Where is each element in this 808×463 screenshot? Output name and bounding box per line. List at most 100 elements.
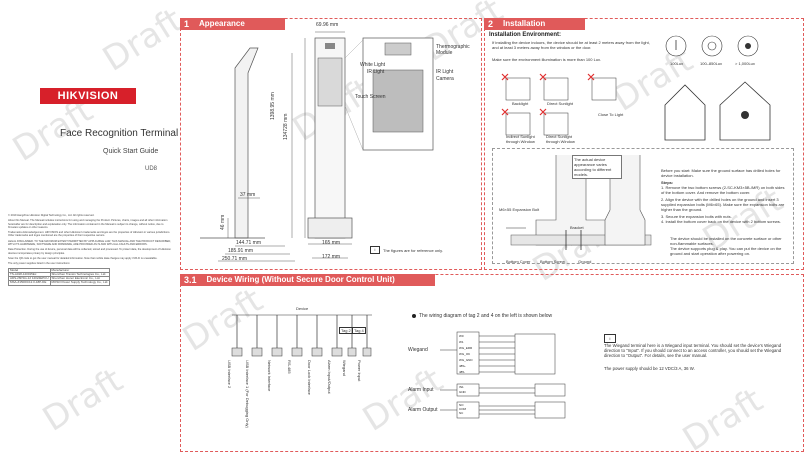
label-thermographic: Thermographic Module: [436, 44, 470, 56]
env-bullet-1: If installing the device indoors, the de…: [492, 40, 650, 50]
house-illustration: [664, 81, 771, 141]
wiegand-pin-list: W0 W1 WG_ERR WG_OK WG_GND 485+ 485-: [459, 333, 473, 375]
section-number: 3.1: [180, 274, 201, 286]
pin-label: GND: [459, 390, 466, 394]
install-note-1: The device should be installed on the co…: [670, 236, 782, 246]
port-power: Power Input: [357, 360, 362, 382]
section-title: Appearance: [193, 18, 285, 30]
env-direct-sunlight-window: Direct Sunlight through Window: [546, 134, 575, 144]
label-bottom-screw: Bottom Screw: [540, 259, 565, 264]
label-expansion-bolt: M6×55 Expansion Bolt: [499, 207, 540, 212]
label-ir-light-left: IR Light: [367, 69, 385, 75]
callout-appearance-varies: The actual device appearance varies acco…: [572, 155, 622, 179]
dim-185: 185.91 mm: [228, 248, 254, 254]
wiring-note-2: The power supply should be 12 VDC/3 A, 3…: [604, 366, 695, 371]
wiring-header: 3.1 Device Wiring (Without Secure Door C…: [180, 274, 435, 286]
legal-copyright: © 2019 Hangzhou Hikvision Digital Techno…: [8, 214, 95, 217]
legal-qr: Scan the QR code to get the user manual …: [8, 256, 158, 260]
cover-title: Face Recognition Terminal: [60, 128, 179, 139]
note-icon: i: [370, 246, 380, 254]
wiring-note-1: The Wiegand terminal here is a Wiegand i…: [604, 343, 782, 358]
port-usb-2: USB Interface 2: [227, 360, 232, 389]
dim-250: 250.71 mm: [222, 256, 248, 262]
lux-100-850: 100–850Lux: [700, 61, 723, 66]
env-direct-sunlight: Direct Sunlight: [547, 101, 574, 106]
power-table-caption: The only power supplies listed in the us…: [8, 262, 71, 266]
pin-label: 485+: [459, 364, 466, 368]
label-touch-screen: Touch Screen: [355, 94, 386, 100]
wiring-diagram-title: The wiring diagram of tag 2 and 4 on the…: [412, 313, 552, 319]
dim-165: 165 mm: [322, 240, 341, 246]
installation-panel: [484, 18, 804, 270]
pin-label: WG_ERR: [459, 346, 473, 350]
wiring-panel: [180, 274, 804, 452]
section-number: 1: [180, 18, 194, 30]
pin-label: W0: [459, 334, 464, 338]
dim-172: 172 mm: [322, 254, 341, 260]
label-bracket: Bracket: [570, 225, 584, 230]
dim-37: 37 mm: [240, 192, 256, 198]
label-ir-light-right: IR Light: [436, 69, 454, 75]
dim-46: 46 mm: [220, 214, 226, 230]
group-alarm-output: Alarm Output: [408, 407, 438, 413]
wiring-note-icon: i: [604, 334, 616, 343]
section-title: Installation: [497, 18, 586, 30]
group-wiegand: Wiegand: [408, 347, 428, 353]
port-rs485: RS-485: [287, 360, 292, 374]
tag-4: Tag 4: [352, 327, 366, 334]
install-note-2: The device supports plug & play. You can…: [670, 246, 782, 256]
pin-label: IN1: [459, 385, 464, 389]
appearance-panel: [180, 18, 482, 270]
terminal-drawing: [200, 31, 434, 262]
install-diagram: [506, 155, 652, 250]
cover-subtitle: Quick Start Guide: [103, 148, 159, 155]
forbidden-environments: [501, 73, 617, 136]
port-door-lock: Door Lock Interface: [307, 360, 312, 395]
label-bottom-cover: Bottom Cover: [506, 259, 531, 264]
alarm-in-pin-list: IN1 GND: [459, 385, 466, 395]
legal-about: About this Manual. The Manual includes i…: [8, 219, 168, 229]
legal-trademarks: Trademarks Acknowledgement. HIKVISION an…: [8, 231, 171, 238]
dim-height-inner: 134728 mm: [283, 113, 289, 140]
port-wiegand: Wiegand: [342, 360, 347, 376]
port-network: Network Interface: [267, 360, 272, 392]
tag-2: Tag 2: [339, 327, 353, 334]
pin-label: COM: [459, 407, 466, 411]
port-alarm: Alarm Input/Output: [327, 360, 332, 394]
install-dashed-box: [492, 148, 794, 264]
lux-1000: > 1,000Lux: [735, 61, 755, 66]
pin-label: W1: [459, 340, 464, 344]
pin-label: 485-: [459, 370, 466, 374]
group-alarm-input: Alarm Input: [408, 387, 434, 393]
section-title: Device Wiring (Without Secure Door Contr…: [200, 274, 435, 286]
wiring-diagram: [440, 331, 566, 419]
steps-title: Steps:: [661, 180, 674, 185]
env-backlight: Backlight: [512, 101, 529, 106]
env-bullet-2: Make sure the environment illumination i…: [492, 57, 602, 62]
step-3: 3. Secure the expansion bolts with nuts.: [661, 214, 732, 219]
pin-label: NC: [459, 411, 464, 415]
pin-label: NO: [459, 403, 464, 407]
watermark: Draft: [95, 0, 190, 80]
alarm-out-pin-list: NO COM NC: [459, 403, 466, 415]
appearance-header: 1 Appearance: [180, 18, 285, 30]
env-title: Installation Environment:: [489, 32, 562, 38]
cover-code: UD8: [145, 166, 158, 172]
pin-label: WG_OK: [459, 352, 471, 356]
section-number: 2: [484, 18, 498, 30]
lux-icons: [665, 35, 759, 57]
bullet-icon: [412, 314, 416, 318]
label-ground: Ground: [578, 259, 592, 264]
device-label: Device: [296, 306, 309, 311]
brand-logo: HIKVISION: [40, 88, 136, 104]
pin-label: WG_GND: [459, 358, 473, 362]
appearance-note: i The figures are for reference only.: [370, 246, 443, 254]
label-white-light: White Light: [360, 62, 386, 68]
before-you-start: Before you start: Make sure the ground s…: [661, 168, 781, 178]
env-indirect-sunlight: Indirect Sunlight through Window: [506, 134, 535, 144]
step-1: 1. Remove the two bottom screws (2-SC-KM…: [661, 185, 785, 195]
legal-disclaimer: LEGAL DISCLAIMER. TO THE MAXIMUM EXTENT …: [8, 239, 171, 247]
legal-text: © 2019 Hangzhou Hikvision Digital Techno…: [8, 214, 174, 422]
